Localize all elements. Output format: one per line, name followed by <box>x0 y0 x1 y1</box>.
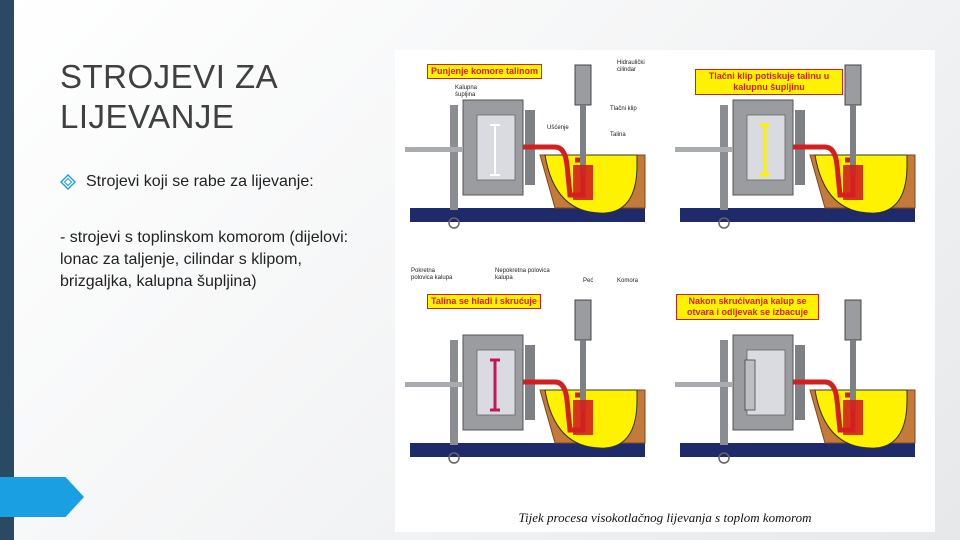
casting-process-figure: Punjenje komore talinom Tlačni klip poti… <box>395 50 935 532</box>
left-accent-bar <box>0 0 14 540</box>
bullet-item: Strojevi koji se rabe za lijevanje: <box>60 171 360 193</box>
callout-hydraulic-cylinder: Hidraulički cilindar <box>617 60 645 73</box>
callout-nozzle: Ušćenje <box>547 125 569 131</box>
casting-diagram-drawing <box>395 50 935 532</box>
stage-label-cooling: Talina se hladi i skrućuje <box>427 294 541 309</box>
bullet-text: Strojevi koji se rabe za lijevanje: <box>86 173 314 190</box>
stage-label-ejection: Nakon skrućivanja kalup se otvara i odlj… <box>676 294 819 320</box>
callout-furnace: Peć <box>583 278 594 284</box>
accent-arrow-tab <box>0 477 84 517</box>
callout-melt: Talina <box>610 132 626 138</box>
figure-caption: Tijek procesa visokotlačnog lijevanja s … <box>518 510 812 525</box>
callout-mold-cavity: Kalupna šupljina <box>455 85 478 98</box>
machine-description: - strojevi s toplinskom komorom (dijelov… <box>60 229 349 290</box>
callout-movable-half: Pokretna polovica kalupa <box>411 268 453 281</box>
stage-label-filling: Punjenje komore talinom <box>427 64 543 79</box>
slide-title: STROJEVI ZA LIJEVANJE <box>60 58 277 135</box>
diamond-bullet-icon <box>60 174 76 190</box>
stage-label-injection: Tlačni klip potiskuje talinu u kalupnu š… <box>695 69 843 95</box>
callout-pressure-piston: Tlačni klip <box>610 106 637 112</box>
callout-chamber: Komora <box>617 278 639 284</box>
callout-fixed-half: Nepokretna polovica kalupa <box>495 268 550 281</box>
